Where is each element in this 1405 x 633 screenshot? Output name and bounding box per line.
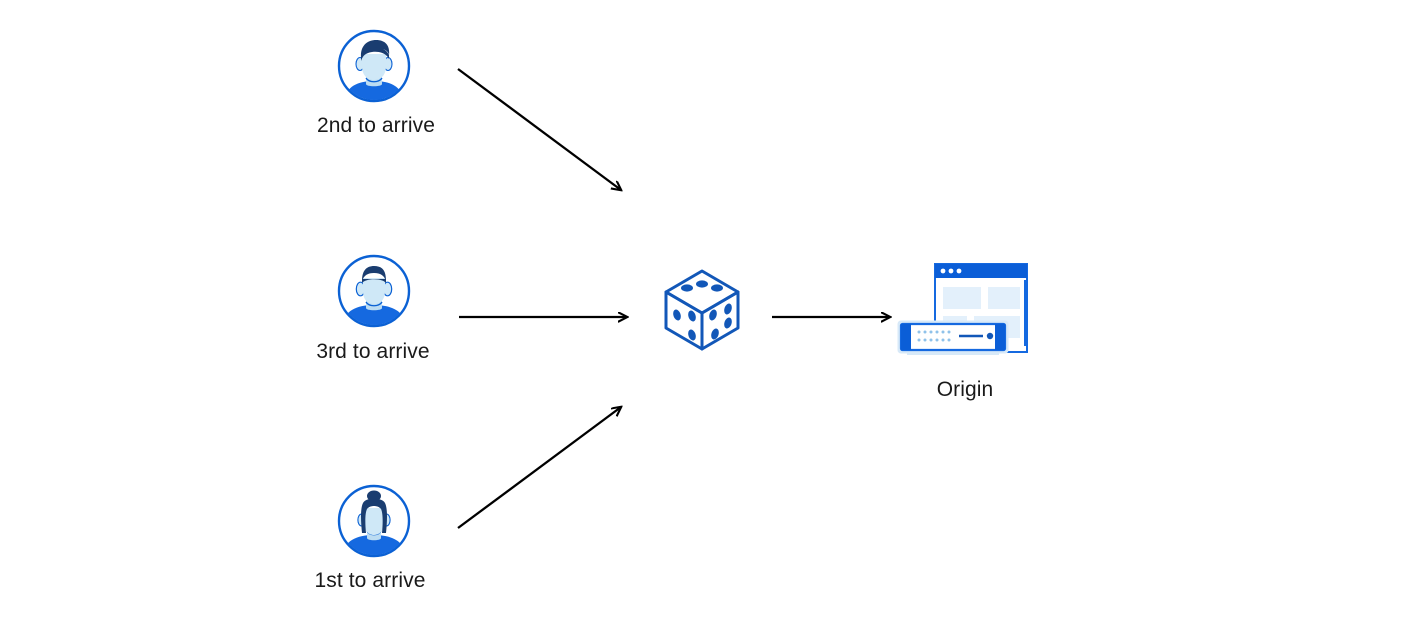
node-label-origin: Origin bbox=[936, 378, 994, 401]
arrow-1st-to-dice bbox=[457, 407, 621, 529]
dice-icon bbox=[660, 265, 744, 360]
user-avatar-icon bbox=[336, 28, 412, 104]
node-label-client-1st: 1st to arrive bbox=[314, 569, 426, 592]
origin-server-icon bbox=[893, 256, 1038, 366]
node-label-client-2nd: 2nd to arrive bbox=[316, 114, 436, 137]
user-avatar-icon bbox=[336, 483, 412, 559]
user-avatar-icon bbox=[336, 253, 412, 329]
node-label-client-3rd: 3rd to arrive bbox=[316, 340, 430, 363]
